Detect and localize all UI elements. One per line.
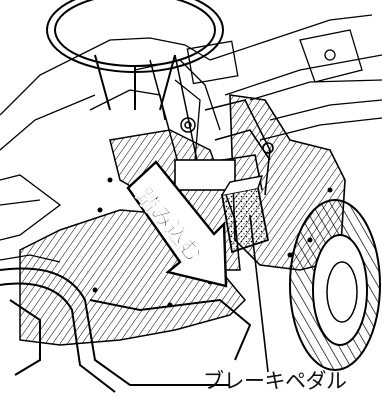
guard-rail: [0, 267, 252, 393]
rear-tire: [289, 199, 381, 371]
callout-leader-line: [249, 214, 269, 373]
steering-wheel: [46, 0, 224, 111]
brake-pedal-label: ブレーキペダル: [203, 369, 347, 393]
